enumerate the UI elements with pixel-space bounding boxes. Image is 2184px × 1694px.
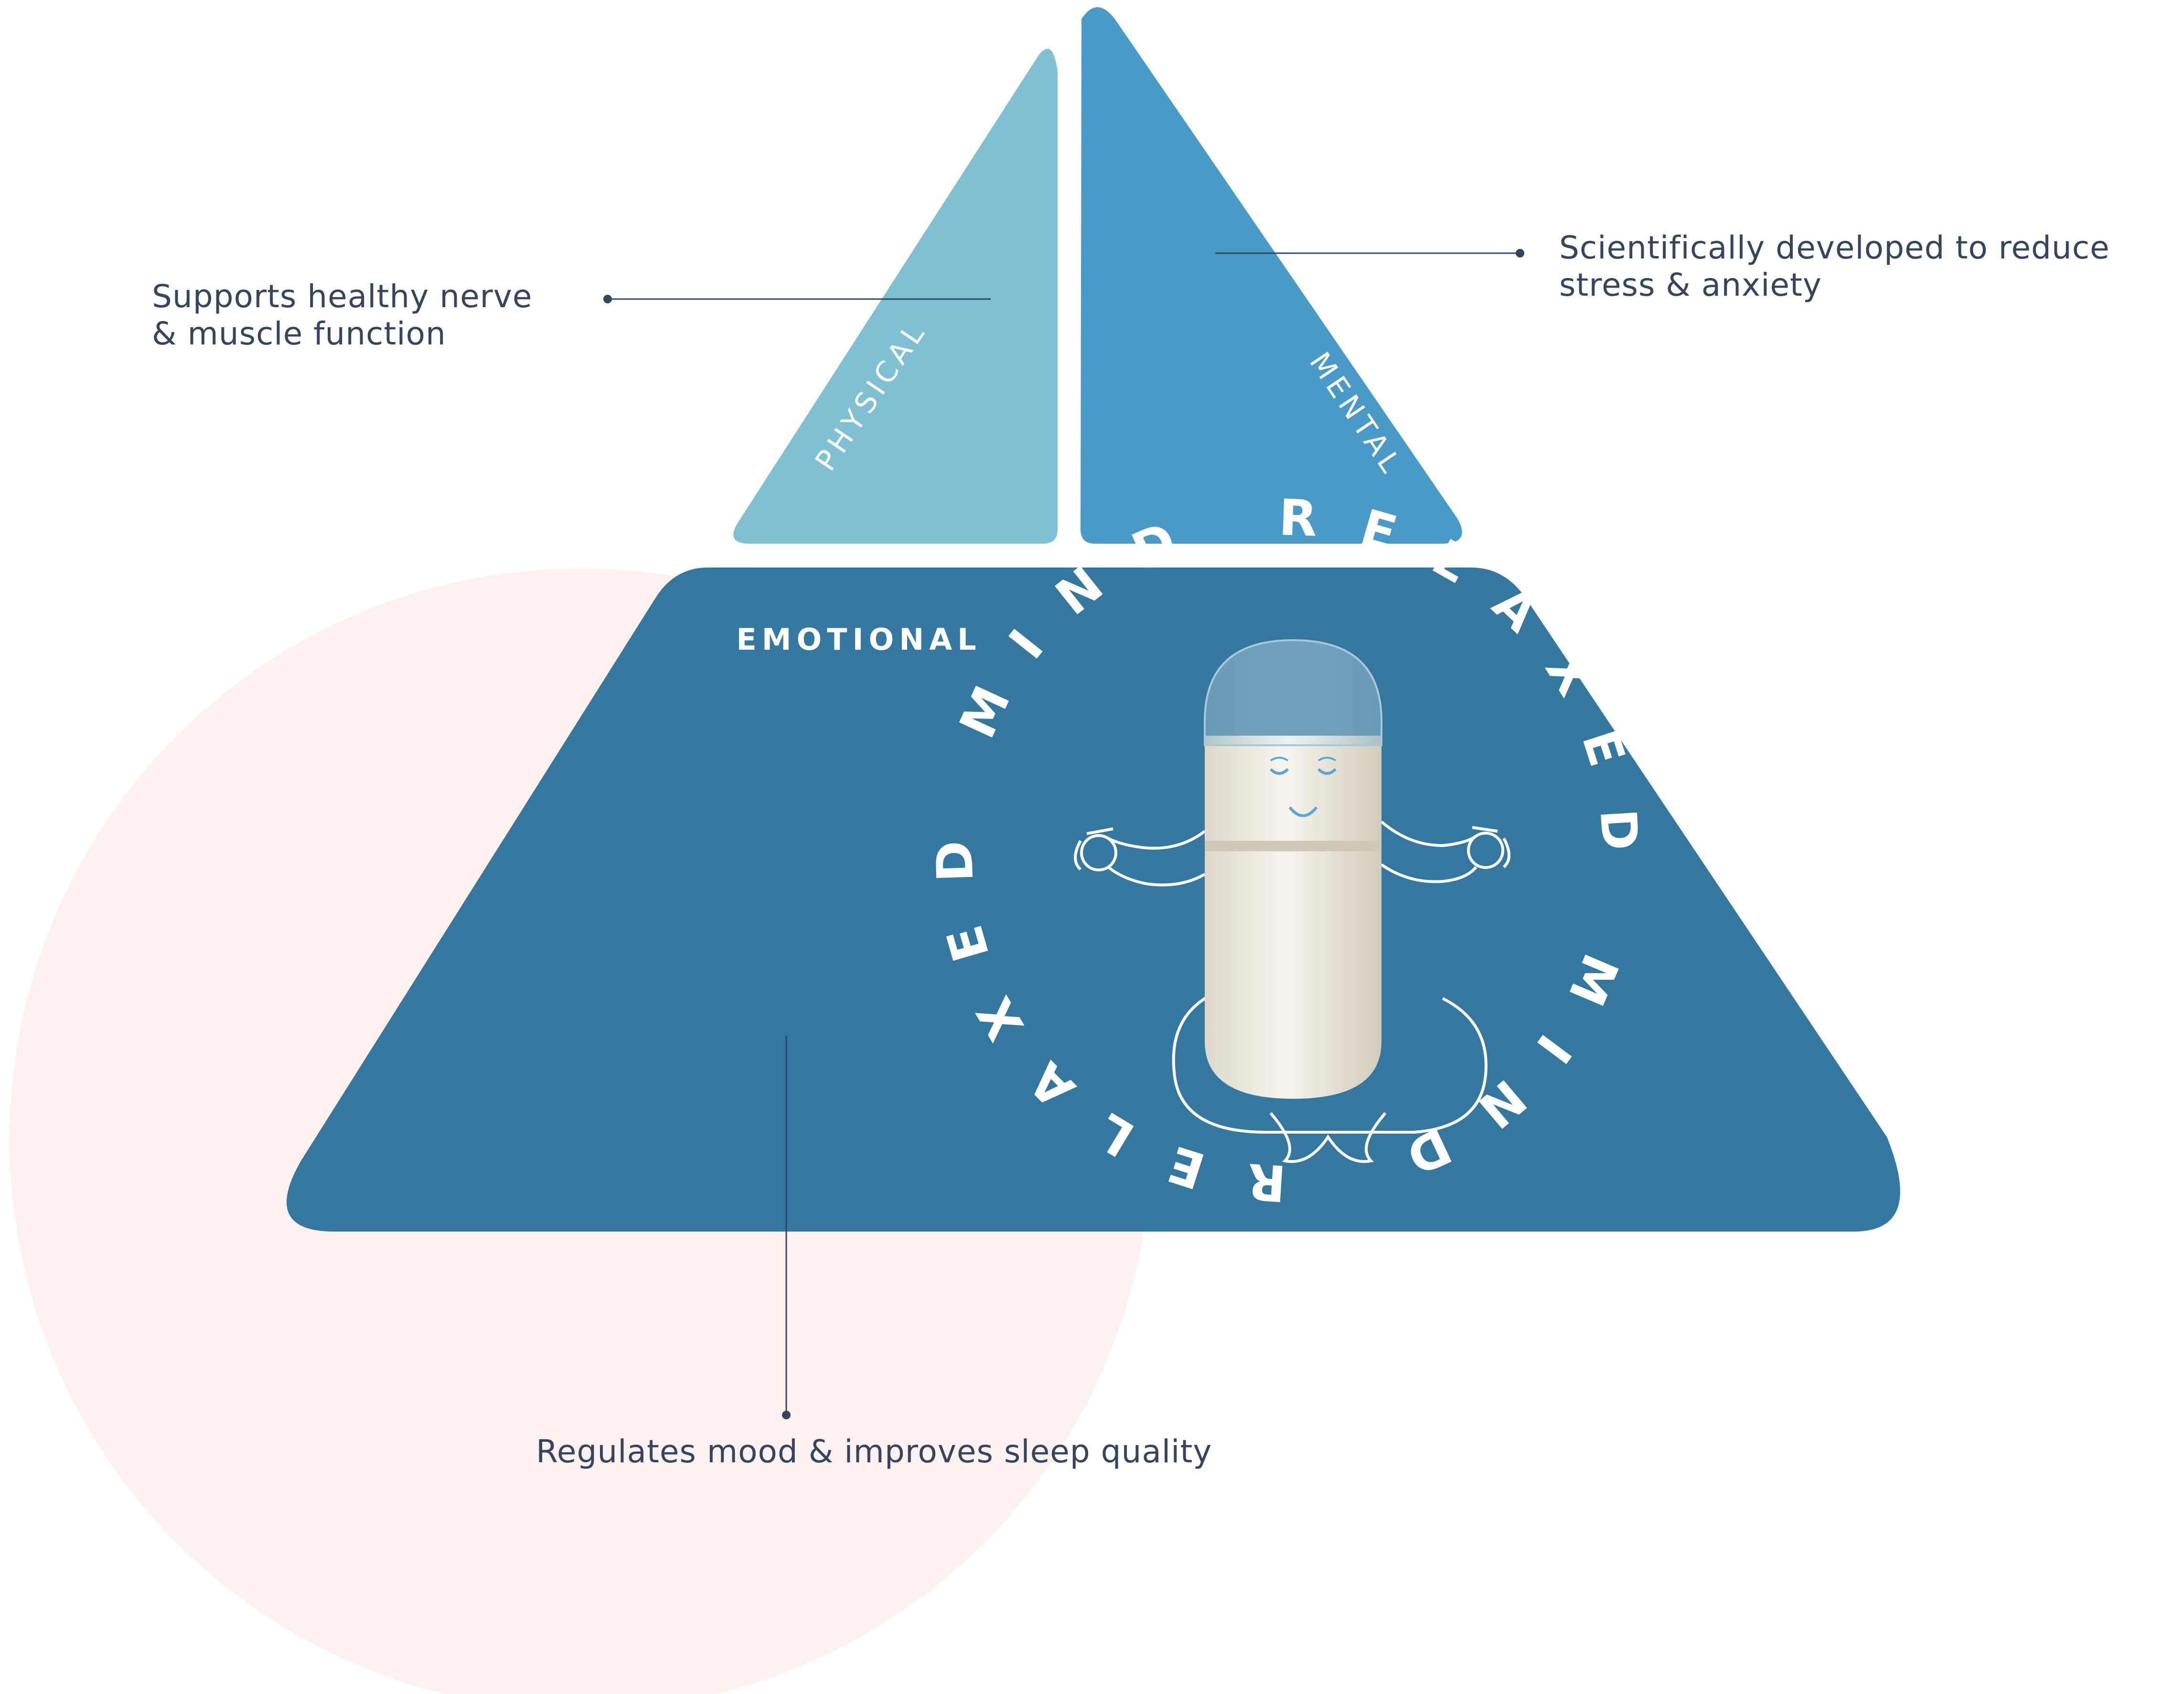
- physical-segment: [733, 48, 1058, 544]
- callout-emotional-line-1: Regulates mood & improves sleep quality: [536, 1433, 1212, 1470]
- callout-physical-line-2: & muscle function: [152, 315, 446, 352]
- emotional-segment: [286, 568, 1900, 1232]
- callout-mental-line-1: Scientifically developed to reduce: [1559, 229, 2110, 266]
- leader-emotional: [782, 1036, 791, 1419]
- callout-physical-line-1: Supports healthy nerve: [152, 278, 533, 315]
- callout-physical: Supports healthy nerve & muscle function: [152, 278, 532, 353]
- mental-segment: [1081, 7, 1462, 544]
- leader-mental: [1215, 249, 1524, 257]
- callout-mental-line-2: stress & anxiety: [1559, 267, 1822, 303]
- emotional-label: EMOTIONAL: [736, 622, 981, 657]
- meditating-capsule-icon: [1074, 639, 1510, 1163]
- callout-emotional: Regulates mood & improves sleep quality: [536, 1433, 1212, 1470]
- callout-mental: Scientifically developed to reduce stres…: [1559, 229, 2110, 304]
- leader-physical: [603, 295, 991, 303]
